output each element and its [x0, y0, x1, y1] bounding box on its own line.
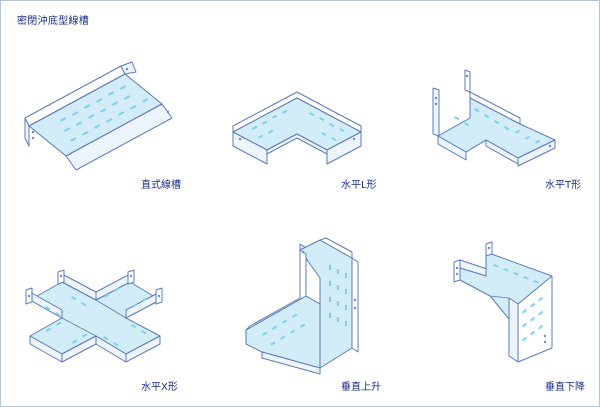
- caption-vertical-rise: 垂直上升: [341, 382, 381, 393]
- horizontal-l-illustration: [232, 91, 362, 165]
- caption-vertical-drop: 垂直下降: [545, 382, 585, 393]
- caption-horizontal-x: 水平X形: [141, 382, 178, 393]
- page-title: 密閉沖底型線槽: [17, 16, 90, 27]
- horizontal-x-illustration: [25, 269, 163, 363]
- vertical-rise-illustration: [245, 237, 359, 375]
- caption-horizontal-t: 水平T形: [545, 180, 582, 191]
- horizontal-t-illustration: [432, 69, 556, 167]
- straight-tray-illustration: [24, 61, 173, 171]
- caption-horizontal-l: 水平L形: [341, 180, 377, 191]
- caption-straight-tray: 直式線槽: [141, 180, 181, 191]
- vertical-drop-illustration: [453, 241, 553, 363]
